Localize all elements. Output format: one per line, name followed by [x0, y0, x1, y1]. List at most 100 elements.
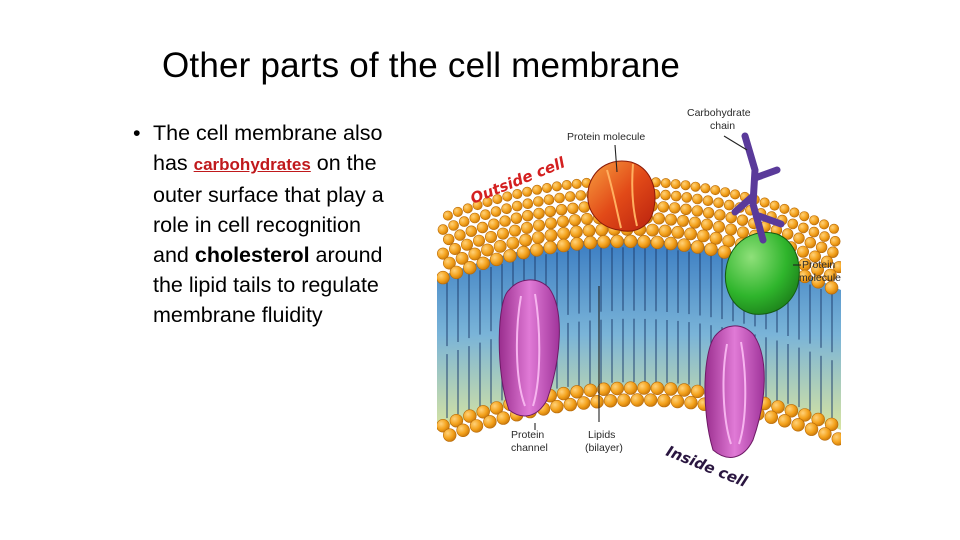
phospholipid-head: [511, 200, 523, 212]
phospholipid-head: [463, 261, 477, 275]
phospholipid-head: [833, 261, 841, 274]
phospholipid-head: [603, 394, 618, 408]
phospholipid-head: [496, 411, 511, 425]
label-protein-molecule-top: Protein molecule: [567, 131, 645, 143]
membrane-svg: Protein molecule Carbohydrate chain Prot…: [437, 100, 841, 540]
phospholipid-head: [704, 242, 718, 257]
phospholipid-head: [503, 249, 517, 263]
bullet-text-2b: on the: [310, 151, 377, 175]
phospholipid-head: [808, 250, 821, 263]
phospholipid-head: [571, 178, 582, 189]
phospholipid-head: [512, 189, 523, 200]
phospholipid-head: [828, 223, 839, 234]
phospholipid-head: [658, 224, 672, 238]
phospholipid-head: [690, 240, 705, 254]
label-protein-molecule-right-1: Protein: [802, 259, 835, 271]
phospholipid-head: [521, 221, 534, 234]
phospholipid-head: [472, 234, 485, 247]
phospholipid-head: [564, 191, 576, 202]
phospholipid-head: [442, 233, 455, 246]
phospholipid-head: [570, 237, 584, 251]
phospholipid-head: [449, 265, 464, 280]
phospholipid-head: [691, 205, 703, 217]
phospholipid-head: [442, 428, 457, 442]
phospholipid-head: [637, 381, 651, 395]
phospholipid-head: [692, 193, 703, 205]
phospholipid-head: [623, 234, 638, 249]
phospholipid-head: [670, 179, 681, 190]
phospholipid-head: [684, 395, 698, 410]
phospholipid-head: [644, 393, 658, 407]
phospholipid-head: [681, 192, 693, 203]
phospholipid-head: [818, 427, 832, 441]
phospholipid-head: [722, 234, 736, 248]
phospholipid-head: [506, 236, 520, 250]
phospholipid-head: [542, 183, 553, 194]
phospholipid-head: [669, 202, 681, 214]
bullet-text-5a: and: [153, 243, 195, 267]
phospholipid-head: [717, 245, 732, 259]
phospholipid-head: [730, 189, 741, 200]
protein-channel-left: [498, 279, 560, 417]
bullet-line-4: role in cell recognition: [153, 213, 361, 237]
phospholipid-head: [522, 186, 533, 197]
label-protein-channel-1: Protein: [511, 429, 544, 441]
phospholipid-head: [670, 394, 685, 409]
phospholipid-head: [829, 236, 841, 247]
phospholipid-head: [442, 256, 456, 270]
phospholipid-head: [462, 203, 473, 214]
phospholipid-head: [496, 227, 509, 240]
phospholipid-head: [483, 415, 497, 429]
phospholipid-head: [820, 255, 833, 268]
phospholipid-head: [482, 197, 493, 208]
phospholipid-head: [819, 219, 830, 230]
phospholipid-head: [448, 220, 459, 231]
label-carbohydrate-chain-2: chain: [710, 120, 735, 132]
phospholipid-head: [533, 196, 544, 207]
phospholipid-head: [664, 236, 678, 251]
phospholipid-head: [501, 203, 512, 214]
phospholipid-head: [543, 194, 555, 205]
phospholipid-head: [476, 256, 490, 271]
phospholipid-head: [532, 184, 543, 195]
phospholipid-head: [468, 247, 482, 261]
phospholipid-head: [677, 383, 691, 397]
phospholipid-head: [798, 408, 812, 422]
bullet-line-5: and cholesterol around: [133, 240, 433, 270]
phospholipid-head: [437, 419, 450, 433]
phospholipid-head: [556, 238, 571, 253]
phospholipid-head: [463, 409, 477, 423]
phospholipid-head: [677, 238, 691, 252]
phospholipid-head: [700, 183, 711, 194]
phospholipid-head: [804, 422, 819, 436]
phospholipid-head: [617, 393, 631, 407]
phospholipid-head: [437, 224, 449, 235]
phospholipid-head: [554, 192, 565, 204]
phospholipid-head: [657, 393, 671, 408]
phospholipid-head: [545, 217, 558, 230]
keyword-cholesterol: cholesterol: [194, 243, 310, 267]
carbohydrate-chain: [731, 132, 785, 244]
phospholipid-head: [769, 200, 780, 211]
phospholipid-head: [519, 233, 532, 247]
phospholipid-head: [623, 381, 638, 395]
phospholipid-head: [502, 191, 513, 202]
phospholipid-head: [811, 275, 825, 289]
phospholipid-head: [804, 236, 816, 249]
phospholipid-head: [650, 235, 665, 250]
phospholipid-head: [664, 382, 678, 396]
phospholipid-head: [684, 227, 697, 241]
phospholipid-head: [581, 212, 594, 225]
phospholipid-head: [516, 245, 531, 260]
phospholipid-head: [493, 239, 507, 253]
phospholipid-head: [533, 207, 545, 220]
phospholipid-head: [827, 246, 839, 258]
phospholipid-head: [779, 203, 790, 214]
bullet-text-2a: has: [153, 151, 194, 175]
phospholipid-head: [610, 234, 624, 249]
phospholipid-head: [442, 210, 453, 221]
phospholipid-head: [469, 419, 484, 433]
cell-membrane-diagram: Protein molecule Carbohydrate chain Prot…: [437, 100, 841, 540]
phospholipid-head: [509, 224, 522, 237]
